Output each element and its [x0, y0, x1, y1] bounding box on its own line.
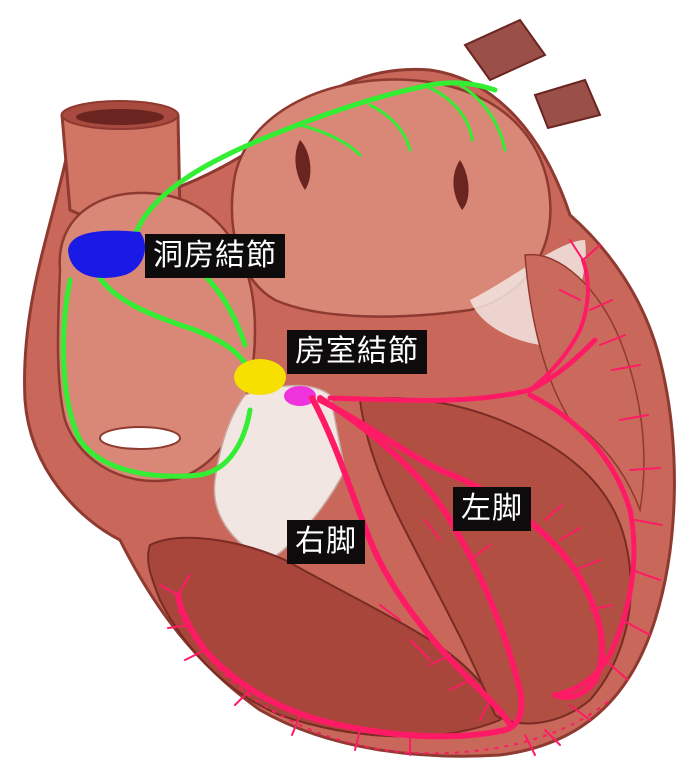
av-node — [234, 359, 286, 395]
pulmonary-vein-lower — [535, 80, 600, 128]
left-bundle-label: 左脚 — [453, 487, 531, 531]
av-node-label: 房室結節 — [287, 330, 427, 374]
heart-illustration — [25, 20, 675, 756]
sa-node-label: 洞房結節 — [145, 234, 285, 278]
left-atrium — [232, 80, 550, 317]
vena-cava-lumen — [76, 109, 164, 125]
right-bundle-label: 右脚 — [287, 520, 365, 564]
right-atrium-opening — [100, 427, 180, 449]
pulmonary-vein-upper — [465, 20, 545, 80]
